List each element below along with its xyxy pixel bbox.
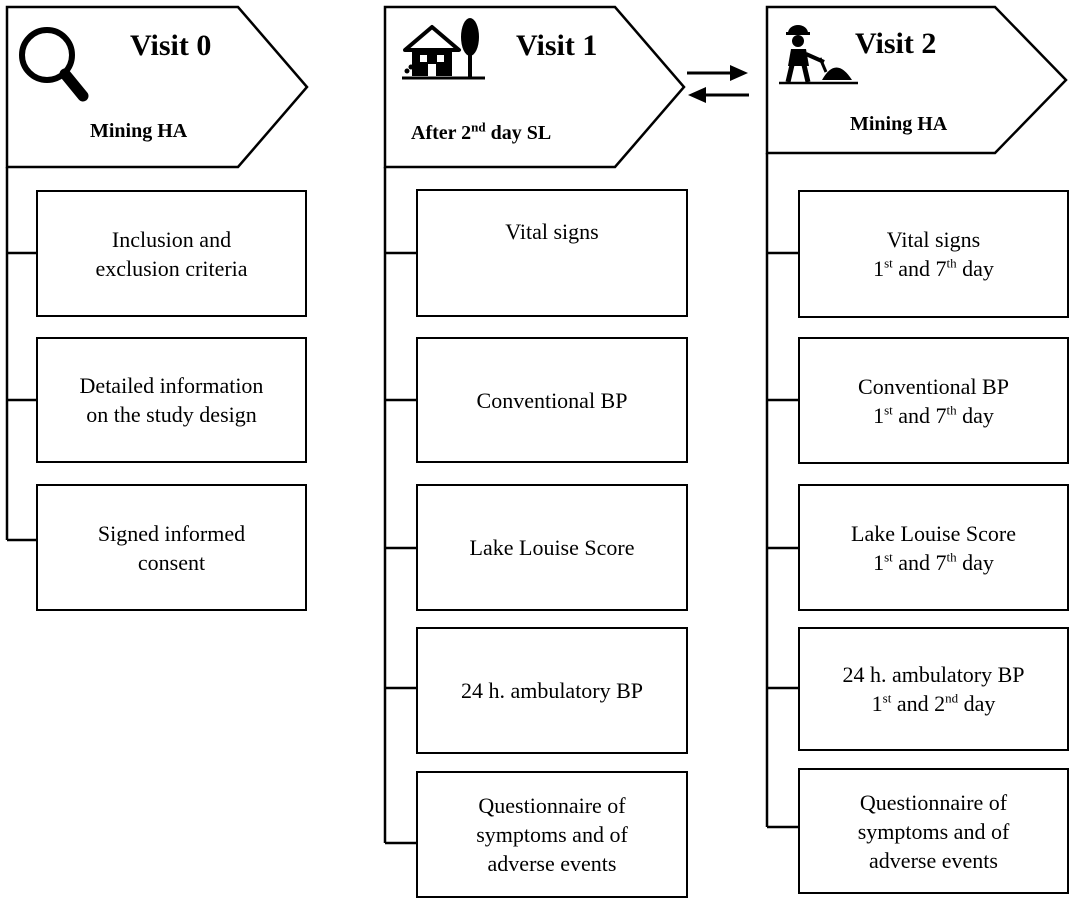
- item-days: 1st and 2nd day: [872, 689, 996, 718]
- item-line: 24 h. ambulatory BP: [460, 678, 644, 703]
- visit-1-subtitle-tail: day SL: [485, 122, 552, 144]
- day-b: and 7: [892, 402, 947, 428]
- item-line: Questionnaire of: [478, 793, 626, 818]
- visit-2-connectors: [765, 153, 799, 829]
- day-b: and 7: [892, 549, 947, 575]
- day-b-suffix: th: [946, 255, 957, 271]
- item-line: consent: [137, 549, 206, 575]
- visit-0-title: Visit 0: [130, 29, 212, 62]
- day-a-suffix: st: [884, 402, 893, 418]
- visit-1-item-conventional-bp: Conventional BP: [416, 337, 688, 463]
- visit-2-item-vital-signs: Vital signs 1st and 7th day: [798, 190, 1069, 318]
- visit-2-item-lake-louise-score: Lake Louise Score 1st and 7th day: [798, 484, 1069, 611]
- item-line: Conventional BP: [476, 387, 628, 413]
- bidirectional-arrows-icon: [687, 65, 749, 103]
- item-line: Signed informed: [97, 520, 246, 546]
- visit-1-title: Visit 1: [516, 29, 598, 62]
- day-a: 1: [873, 549, 885, 575]
- visit-1-subtitle-main: After 2: [411, 122, 472, 144]
- item-line: Detailed information: [79, 373, 264, 398]
- day-tail: day: [956, 549, 994, 575]
- item-name: 24 h. ambulatory BP: [842, 662, 1025, 687]
- item-name: Vital signs: [886, 227, 981, 252]
- visit-2-item-questionnaire: Questionnaire of symptoms and of adverse…: [798, 768, 1069, 894]
- day-b: and 7: [892, 256, 947, 281]
- day-b: and 2: [891, 691, 946, 716]
- item-line: Lake Louise Score: [469, 535, 635, 560]
- visit-0-header-shape: [5, 5, 309, 169]
- item-days: 1st and 7th day: [873, 548, 994, 577]
- visit-1-subtitle: After 2nd day SL: [411, 119, 552, 145]
- visit-1-item-vital-signs: Vital signs: [416, 189, 688, 317]
- item-line: Inclusion and: [111, 226, 232, 252]
- day-b-suffix: th: [946, 402, 957, 418]
- item-line: exclusion criteria: [95, 255, 248, 281]
- visit-1-header-shape: [383, 5, 686, 169]
- day-a-suffix: st: [884, 255, 893, 271]
- day-b-suffix: nd: [945, 690, 959, 706]
- day-a: 1: [873, 402, 885, 428]
- item-name: Lake Louise Score: [851, 520, 1016, 546]
- miner-icon: [779, 25, 858, 85]
- day-a: 1: [871, 691, 883, 716]
- item-line: Vital signs: [505, 219, 599, 244]
- day-b-suffix: th: [946, 549, 957, 565]
- visit-2-header-shape: [765, 5, 1068, 155]
- day-a: 1: [873, 256, 885, 281]
- visit-0-subtitle: Mining HA: [90, 120, 188, 142]
- item-name: Conventional BP: [858, 373, 1009, 399]
- item-line: symptoms and of: [476, 822, 628, 847]
- magnifier-icon: [19, 27, 89, 102]
- visit-1-connectors: [383, 167, 417, 845]
- item-line: symptoms and of: [857, 818, 1010, 844]
- item-line: adverse events: [487, 851, 617, 876]
- visit-1-item-questionnaire: Questionnaire of symptoms and of adverse…: [416, 771, 688, 898]
- day-a-suffix: st: [882, 690, 892, 706]
- day-a-suffix: st: [884, 549, 893, 565]
- visit-2-subtitle: Mining HA: [850, 113, 948, 135]
- item-days: 1st and 7th day: [873, 401, 994, 430]
- house-tree-icon: [402, 18, 485, 80]
- visit-1-item-lake-louise-score: Lake Louise Score: [416, 484, 688, 611]
- day-tail: day: [956, 256, 994, 281]
- visit-2-title: Visit 2: [855, 27, 937, 60]
- visit-1-subtitle-sup: nd: [471, 119, 486, 135]
- visit-0-item-informed-consent: Signed informed consent: [36, 484, 307, 611]
- visit-0-connectors: [5, 167, 37, 542]
- visit-2-item-ambulatory-bp: 24 h. ambulatory BP 1st and 2nd day: [798, 627, 1069, 751]
- day-tail: day: [956, 402, 994, 428]
- item-line: adverse events: [869, 847, 998, 873]
- item-line: on the study design: [86, 402, 257, 427]
- day-tail: day: [958, 691, 996, 716]
- visit-1-item-ambulatory-bp: 24 h. ambulatory BP: [416, 627, 688, 754]
- item-days: 1st and 7th day: [873, 254, 994, 283]
- visit-0-item-inclusion-criteria: Inclusion and exclusion criteria: [36, 190, 307, 317]
- item-line: Questionnaire of: [859, 789, 1008, 815]
- visit-0-item-study-information: Detailed information on the study design: [36, 337, 307, 463]
- visit-2-item-conventional-bp: Conventional BP 1st and 7th day: [798, 337, 1069, 464]
